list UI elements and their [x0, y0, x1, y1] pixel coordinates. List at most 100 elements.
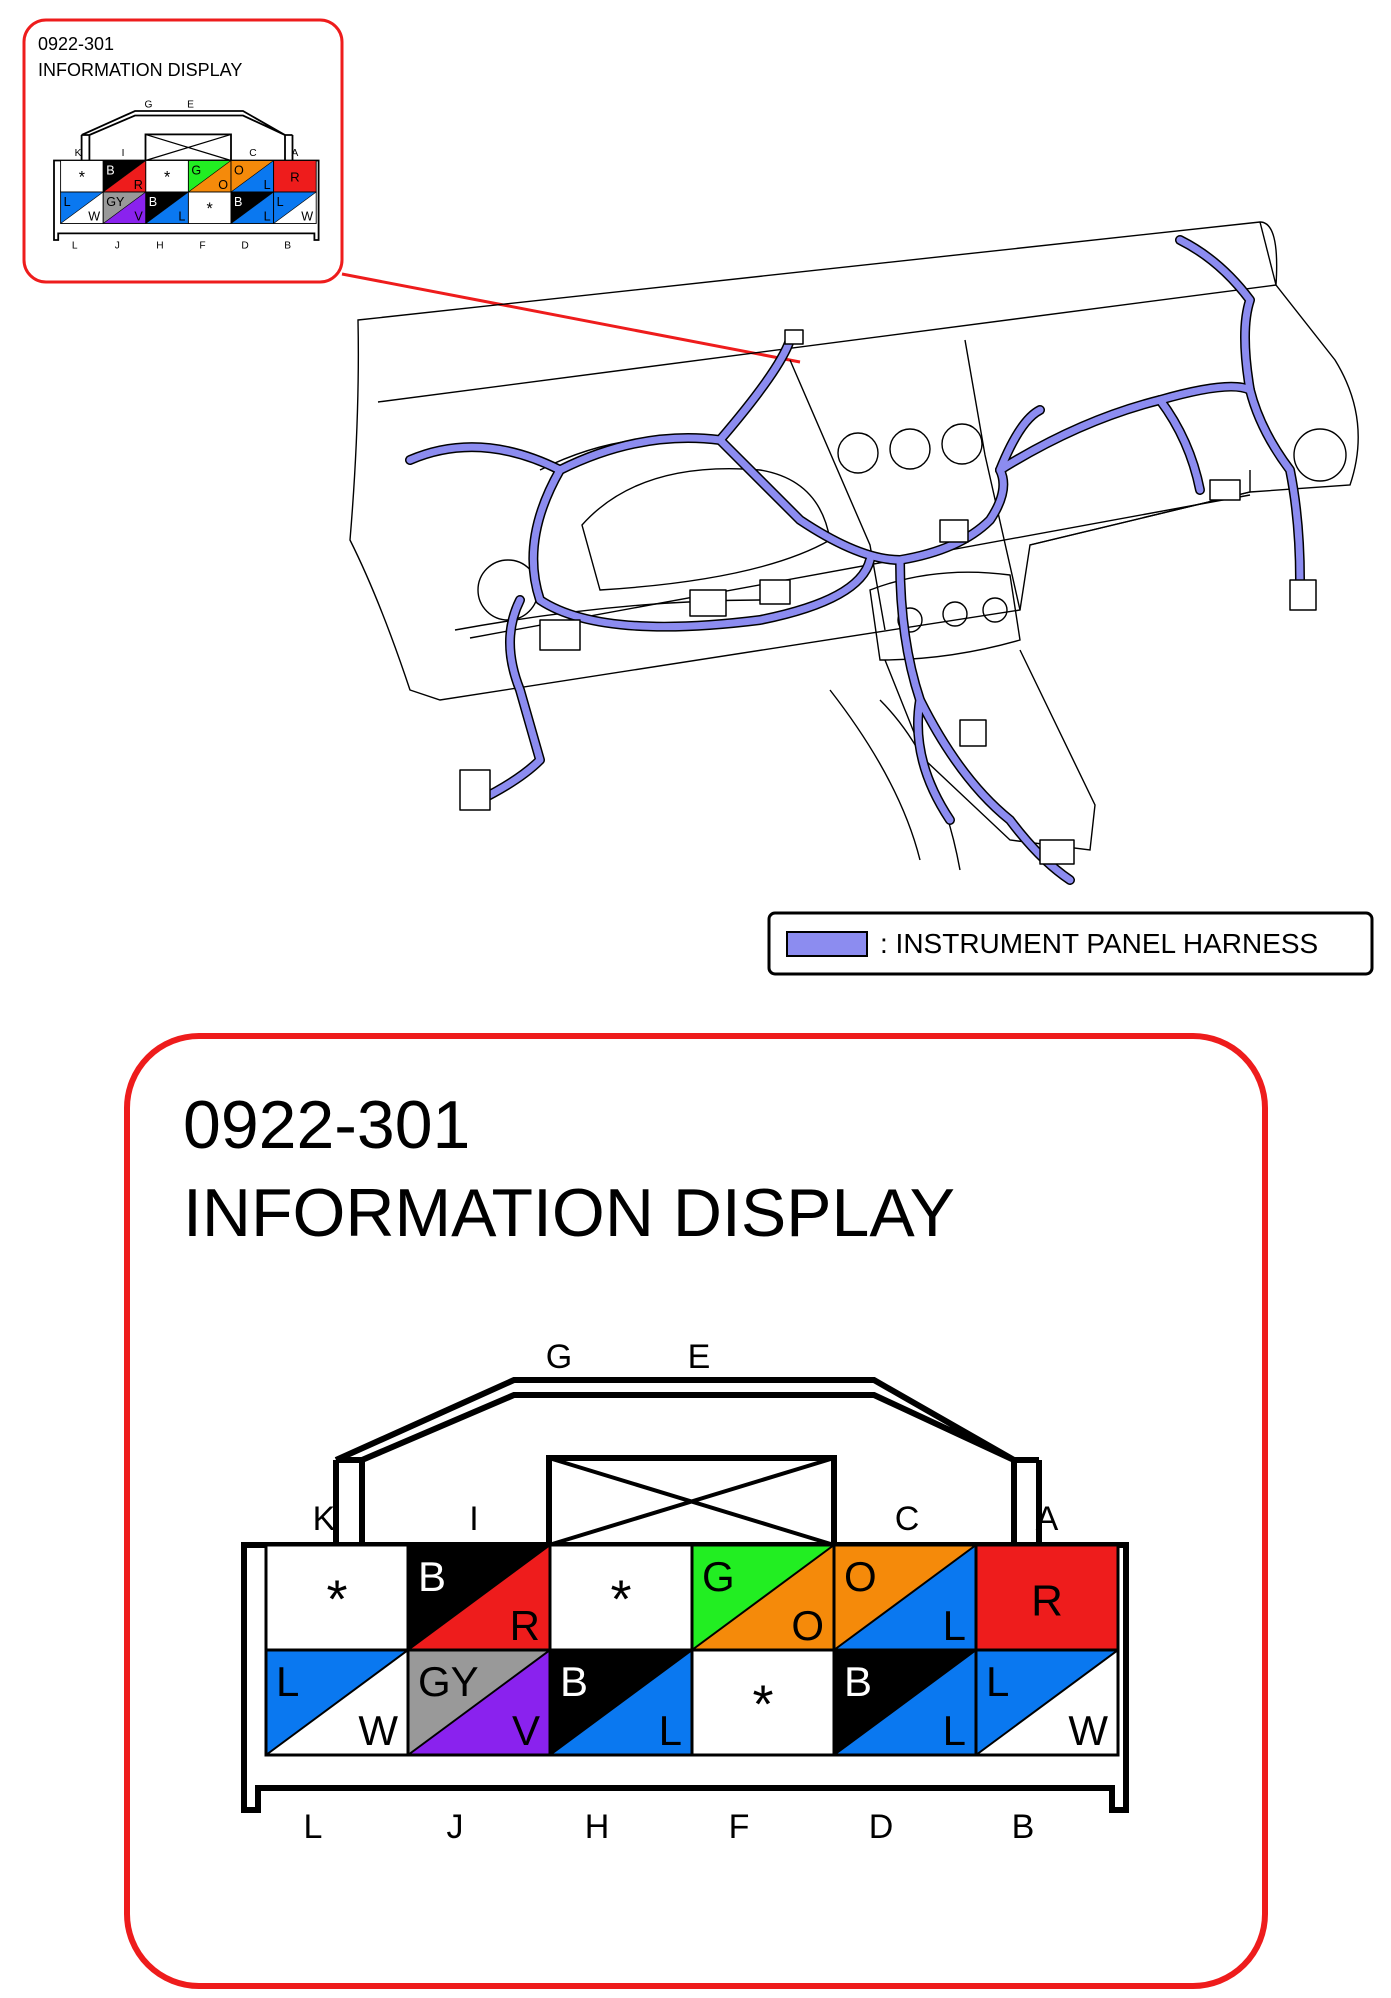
- pin-wire-color-b: W: [358, 1707, 398, 1754]
- pin-wire-color-b: L: [659, 1707, 682, 1754]
- pin-diagonal: [975, 1649, 1119, 1756]
- pin-color-b: [103, 160, 146, 192]
- connector-lock-x: [145, 133, 232, 162]
- pin-wire-color-b: L: [264, 210, 271, 224]
- harness-connector: [1039, 839, 1075, 865]
- harness-connector: [689, 589, 727, 617]
- pin-cell-D: BL: [832, 1648, 978, 1757]
- pin-wire-color-a: B: [106, 163, 114, 177]
- pin-label-row1: K: [75, 148, 82, 159]
- pin-diagonal: [230, 160, 274, 193]
- pin-label-bottom: B: [284, 240, 291, 251]
- pin-label-top: E: [688, 1338, 711, 1376]
- pin-cell-L: LW: [264, 1648, 410, 1757]
- pin-color-b: [231, 160, 274, 192]
- pin-wire-color-a: GY: [106, 195, 125, 209]
- pin-cell-C: OL: [832, 1543, 978, 1652]
- harness-legend: : INSTRUMENT PANEL HARNESS: [767, 911, 1374, 976]
- pin-diagonal: [273, 191, 317, 224]
- pin-wire-color-b: O: [791, 1602, 824, 1649]
- pin-wire-color: R: [290, 170, 300, 185]
- pin-diagonal: [103, 160, 146, 193]
- pin-cell-H: BL: [145, 191, 189, 224]
- pin-wire-color-b: W: [301, 210, 313, 224]
- pin-cell-K: *: [60, 160, 104, 193]
- pin-label-top: G: [145, 99, 153, 110]
- pin-cell-F: *: [187, 191, 232, 224]
- center-vent-3: [941, 423, 983, 465]
- pin-label-bottom: L: [72, 240, 78, 251]
- pin-diagonal: [691, 1544, 835, 1651]
- pin-diagonal: [188, 160, 232, 193]
- pin-label-row1: I: [469, 1500, 478, 1538]
- pin-bg: [188, 192, 231, 224]
- pin-color-b: [188, 160, 231, 192]
- pin-cell-I: BR: [406, 1543, 552, 1652]
- pin-label-row1: C: [895, 1500, 920, 1538]
- pin-diagonal: [549, 1649, 693, 1756]
- pin-label-top: G: [546, 1338, 572, 1376]
- pin-wire-color-a: G: [191, 163, 201, 177]
- pin-wire-color-b: R: [134, 178, 143, 192]
- harness-connector: [759, 579, 791, 605]
- pin-wire-color-a: B: [234, 195, 242, 209]
- pin-wire-color-b: L: [178, 210, 185, 224]
- pin-label-bottom: F: [729, 1808, 750, 1846]
- harness-connector: [939, 519, 969, 543]
- pin-cell-H: BL: [548, 1648, 694, 1757]
- pin-empty-mark: *: [752, 1675, 773, 1735]
- pin-empty-mark: *: [207, 200, 214, 218]
- harness-connector: [539, 619, 581, 651]
- pin-label-row1: K: [313, 1500, 336, 1538]
- pin-label-bottom: B: [1012, 1808, 1035, 1846]
- pin-wire-color-a: B: [418, 1553, 446, 1600]
- harness-fill: [406, 236, 1304, 884]
- pin-label-bottom: H: [156, 240, 163, 251]
- pin-diagonal: [60, 191, 104, 224]
- connector-hood: [80, 110, 294, 161]
- pin-wire-color-a: G: [702, 1553, 735, 1600]
- pin-diagonal: [407, 1544, 551, 1651]
- pin-cell-J: GYV: [406, 1648, 552, 1757]
- pin-empty-mark: *: [610, 1570, 631, 1630]
- connector-title: INFORMATION DISPLAY: [183, 1175, 955, 1251]
- pin-wire-color-b: L: [264, 178, 271, 192]
- pin-label-bottom: J: [447, 1808, 464, 1846]
- small-callout-code: 0922-301: [38, 34, 114, 54]
- pin-cell-K: *: [264, 1543, 410, 1652]
- harness-connector: [1209, 479, 1241, 501]
- pin-wire-color-b: V: [134, 210, 143, 224]
- pin-cell-C: OL: [230, 160, 275, 193]
- pin-empty-mark: *: [164, 168, 171, 186]
- pin-label-bottom: J: [115, 240, 120, 251]
- pin-border: [974, 1648, 1120, 1757]
- pin-wire-color-b: R: [510, 1602, 540, 1649]
- pin-border: [273, 191, 317, 224]
- pin-cell-J: GY V: [102, 191, 147, 224]
- legend-swatch: [786, 931, 868, 957]
- pin-bg: [550, 1545, 692, 1650]
- pin-cell-G: *: [145, 160, 189, 193]
- pin-wire-color: R: [1031, 1577, 1063, 1626]
- pin-label-bottom: D: [241, 240, 248, 251]
- pin-wire-color-a: L: [276, 1658, 299, 1705]
- pin-bg: [273, 160, 317, 192]
- connector-lock-x: [548, 1456, 835, 1547]
- pin-label-bottom: D: [869, 1808, 894, 1846]
- pin-cell-G: *: [548, 1543, 694, 1652]
- pin-label-row1: C: [249, 148, 256, 159]
- pin-label-row1: I: [122, 148, 125, 159]
- center-vent-2: [889, 428, 931, 470]
- pin-wire-color-a: B: [560, 1658, 588, 1705]
- pin-wire-color-b: L: [943, 1707, 966, 1754]
- pin-diagonal: [230, 191, 274, 224]
- harness-connector: [459, 769, 491, 811]
- cluster-hood: [581, 467, 831, 591]
- pin-diagonal: [407, 1649, 551, 1756]
- pin-wire-color-a: GY: [418, 1658, 479, 1705]
- pin-diagonal: [103, 191, 146, 224]
